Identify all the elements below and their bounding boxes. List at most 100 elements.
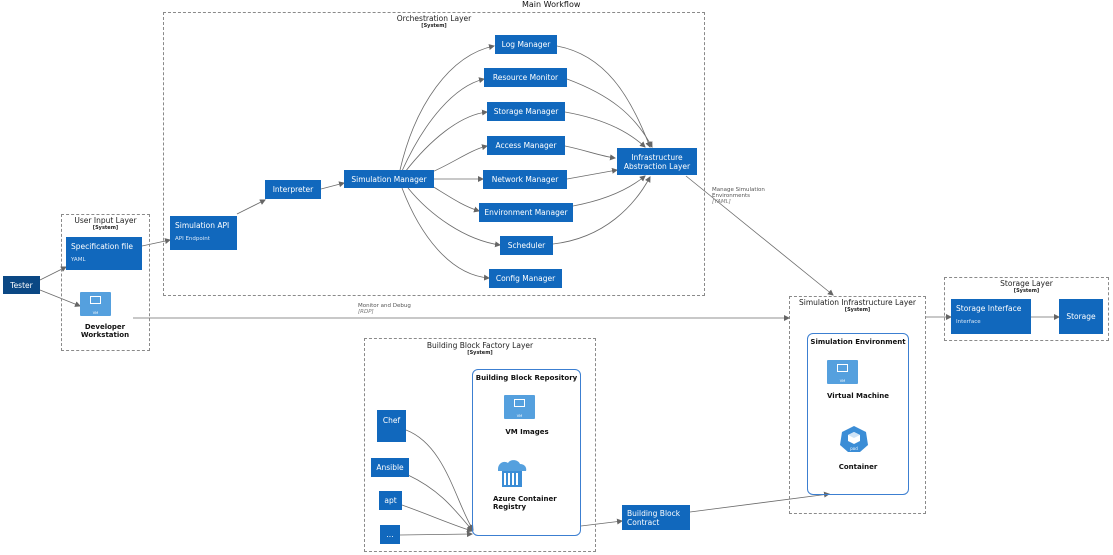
node-label: Simulation API xyxy=(175,221,230,230)
edge-contract-simenv xyxy=(689,491,830,513)
edge-tester-devws xyxy=(39,289,81,307)
building-block-factory-boundary: Building Block Factory Layer [System] xyxy=(364,338,596,552)
edge-log-infra xyxy=(556,45,652,148)
interpreter-node[interactable]: Interpreter xyxy=(265,180,321,199)
edge-repo-contract xyxy=(580,518,623,527)
infrastructure-abstraction-node[interactable]: Infrastructure Abstraction Layer xyxy=(617,148,697,175)
boundary-stereotype: [System] xyxy=(844,307,871,313)
node-technology: API Endpoint xyxy=(175,236,210,242)
vm-badge-text: VM xyxy=(92,311,99,315)
node-label-line2: Abstraction Layer xyxy=(623,161,691,171)
node-label-line1: Building Block xyxy=(627,509,681,518)
edge-apt-registry xyxy=(401,504,473,533)
edge-simmgr-config xyxy=(401,187,490,281)
boundary-stereotype: [System] xyxy=(467,350,493,356)
storage-layer-boundary: Storage Layer [System] xyxy=(944,277,1109,341)
group-title: Simulation Environment xyxy=(810,338,906,346)
vm-badge-text: VM xyxy=(516,414,523,418)
edge-label-tech: [YAML] xyxy=(712,199,731,205)
chef-node[interactable]: Chef xyxy=(377,410,406,442)
pod-badge-text: pod xyxy=(850,446,858,451)
network-manager-node[interactable]: Network Manager xyxy=(483,170,567,189)
label-line2: Registry xyxy=(493,503,527,511)
edge-simmgr-log xyxy=(399,44,495,171)
manage-environments-edge-label: Manage Simulation Environments [YAML] xyxy=(712,187,765,205)
node-label: Storage Interface xyxy=(956,304,1022,313)
edge-simmgr-storage xyxy=(404,109,488,173)
edge-scheduler-infra xyxy=(552,176,651,245)
boundary-stereotype: [System] xyxy=(421,23,447,29)
storage-interface-node[interactable]: Storage Interface Interface xyxy=(951,299,1031,334)
environment-manager-node[interactable]: Environment Manager xyxy=(479,203,573,222)
ansible-node[interactable]: Ansible xyxy=(371,458,409,477)
edge-spec-api xyxy=(141,238,171,247)
edge-infra-siminfra xyxy=(685,175,834,296)
container-registry-icon xyxy=(498,460,527,487)
edge-ansible-registry xyxy=(407,474,473,531)
edge-api-interpreter xyxy=(236,199,266,215)
container-label[interactable]: Container xyxy=(838,463,878,471)
apt-node[interactable]: apt xyxy=(379,491,402,510)
boundary-title: Building Block Factory Layer xyxy=(426,341,534,350)
node-technology: Interface xyxy=(956,319,981,325)
orchestration-layer-boundary: Orchestration Layer [System] xyxy=(163,12,705,296)
vm-icon: VM xyxy=(827,360,858,384)
edge-simmgr-access xyxy=(431,144,488,173)
specification-file-node[interactable]: Specification file YAML xyxy=(66,237,142,270)
simulation-api-node[interactable]: Simulation API API Endpoint xyxy=(170,216,237,250)
simulation-infrastructure-boundary: Simulation Infrastructure Layer [System] xyxy=(789,296,926,514)
storage-manager-node[interactable]: Storage Manager xyxy=(487,102,565,121)
storage-node[interactable]: Storage xyxy=(1059,299,1103,334)
group-title: Building Block Repository xyxy=(475,374,578,382)
boundary-title: Simulation Infrastructure Layer xyxy=(799,298,916,307)
virtual-machine-label[interactable]: Virtual Machine xyxy=(827,392,889,400)
diagram-title: Main Workflow xyxy=(522,0,581,9)
boundary-title: Orchestration Layer xyxy=(396,14,472,23)
config-manager-node[interactable]: Config Manager xyxy=(489,269,562,288)
simulation-environment-group: Simulation Environment xyxy=(807,333,909,495)
simulation-manager-node[interactable]: Simulation Manager xyxy=(344,170,434,188)
edge-simmgr-env xyxy=(431,185,480,213)
edge-label-tech: [RDP] xyxy=(358,309,374,315)
edge-label-line1: Monitor and Debug xyxy=(358,303,411,309)
vm-images-label[interactable]: VM Images xyxy=(505,428,549,436)
boundary-stereotype: [System] xyxy=(92,225,119,231)
tester-person[interactable]: Tester xyxy=(3,276,40,294)
vm-icon: VM xyxy=(80,292,111,316)
label-line1: Azure Container xyxy=(493,495,557,503)
access-manager-node[interactable]: Access Manager xyxy=(487,136,565,155)
edge-simmgr-resmon xyxy=(401,77,485,172)
node-label-line1: Infrastructure xyxy=(631,152,683,162)
boundary-stereotype: [System] xyxy=(1013,288,1040,294)
edge-resmon-infra xyxy=(566,78,653,148)
building-block-repository-group: Building Block Repository xyxy=(472,369,581,536)
edge-network-infra xyxy=(566,167,618,180)
edge-env-infra xyxy=(572,175,646,207)
azure-container-registry-label[interactable]: Azure Container Registry xyxy=(478,495,574,511)
vm-icon: VM xyxy=(504,395,535,419)
building-block-contract-node[interactable]: Building Block Contract xyxy=(622,505,690,530)
node-label-line2: Contract xyxy=(627,518,660,527)
edge-simmgr-scheduler xyxy=(407,187,501,248)
boundary-title: User Input Layer xyxy=(74,216,137,225)
node-label: Specification file xyxy=(71,242,133,251)
edge-storage-infra xyxy=(564,111,646,148)
label-line2: Workstation xyxy=(80,331,130,339)
edge-interpreter-simmgr xyxy=(320,181,345,190)
scheduler-node[interactable]: Scheduler xyxy=(500,236,553,255)
resource-monitor-node[interactable]: Resource Monitor xyxy=(484,68,567,87)
label-line1: Developer xyxy=(84,323,126,331)
monitor-debug-edge-label: Monitor and Debug [RDP] xyxy=(358,303,411,315)
boundary-title: Storage Layer xyxy=(1000,279,1053,288)
node-technology: YAML xyxy=(71,257,86,263)
edge-access-infra xyxy=(564,145,616,161)
log-manager-node[interactable]: Log Manager xyxy=(495,35,557,54)
edge-chef-registry xyxy=(405,429,474,531)
vm-badge-text: VM xyxy=(839,379,846,383)
more-node[interactable]: ... xyxy=(380,525,400,544)
edge-more-registry xyxy=(399,531,473,538)
edge-label-line2: Environments xyxy=(712,193,750,199)
developer-workstation-label[interactable]: Developer Workstation xyxy=(64,323,146,339)
user-input-layer-boundary: User Input Layer [System] xyxy=(61,214,150,351)
